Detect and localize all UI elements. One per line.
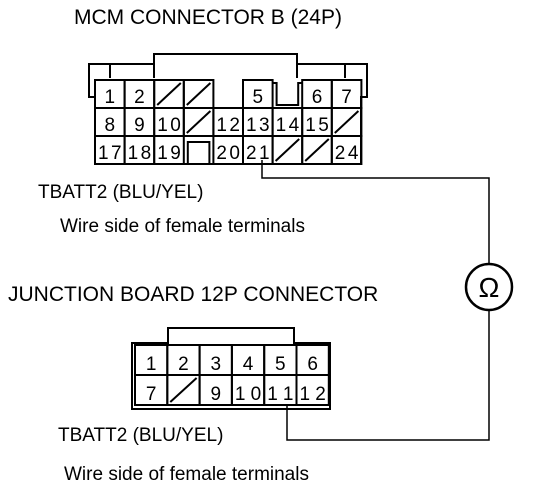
junction-pin-4: 4 [243,354,254,375]
junction-pin-6: 6 [307,354,318,375]
junction-pin-10: 10 [235,384,261,405]
mcm-pin-14: 14 [276,115,300,136]
mcm-unused-pin [156,82,182,106]
mcm-unused-pin [334,110,360,134]
mcm-unused-pin [186,82,212,106]
mcm-pin-12: 12 [216,115,240,136]
junction-connector-body [131,327,331,410]
junction-pin-grid [134,344,330,406]
mcm-pin-13: 13 [246,115,270,136]
mcm-pin-10: 10 [157,115,181,136]
mcm-pin-18: 18 [128,143,152,164]
junction-connector-title: JUNCTION BOARD 12P CONNECTOR [8,283,378,306]
junction-wire-label: TBATT2 (BLU/YEL) [58,425,223,446]
junction-pin-3: 3 [210,354,221,375]
mcm-wire-label: TBATT2 (BLU/YEL) [38,182,203,203]
mcm-pin-1: 1 [105,87,116,108]
junction-pin-9: 9 [210,384,221,405]
mcm-pin-grid [94,79,363,165]
mcm-pin-15: 15 [305,115,329,136]
mcm-pin-9: 9 [134,115,145,136]
mcm-pin-21: 21 [246,143,270,164]
mcm-cavity [183,135,214,164]
mcm-side-note: Wire side of female terminals [60,216,305,237]
mcm-pin-2: 2 [134,87,145,108]
mcm-cell [153,135,185,165]
junction-cell [295,374,330,406]
junction-side-note: Wire side of female terminals [64,464,309,485]
junction-pin-12: 12 [300,384,326,405]
mcm-cell [330,135,363,165]
junction-pin-5: 5 [275,354,286,375]
ohmmeter-icon: Ω [464,262,514,312]
mcm-pin-7: 7 [341,87,352,108]
junction-pin-1: 1 [146,354,157,375]
mcm-pin-19: 19 [157,143,181,164]
mcm-cavity [272,82,303,109]
mcm-unused-pin [274,138,300,162]
mcm-pin-8: 8 [105,115,116,136]
mcm-pin-5: 5 [253,87,264,108]
mcm-unused-pin [186,110,212,134]
mcm-pin-17: 17 [98,143,122,164]
junction-pin-7: 7 [146,384,157,405]
junction-unused-pin [169,377,198,403]
junction-pin-11: 11 [267,384,293,405]
mcm-connector-title: MCM CONNECTOR B (24P) [74,6,342,29]
ohm-symbol: Ω [479,272,500,303]
test-lead-wires [261,160,490,441]
mcm-pin-6: 6 [312,87,323,108]
mcm-pin-20: 20 [216,143,240,164]
mcm-unused-pin [304,138,330,162]
mcm-pin-24: 24 [335,143,359,164]
junction-pin-2: 2 [178,354,189,375]
